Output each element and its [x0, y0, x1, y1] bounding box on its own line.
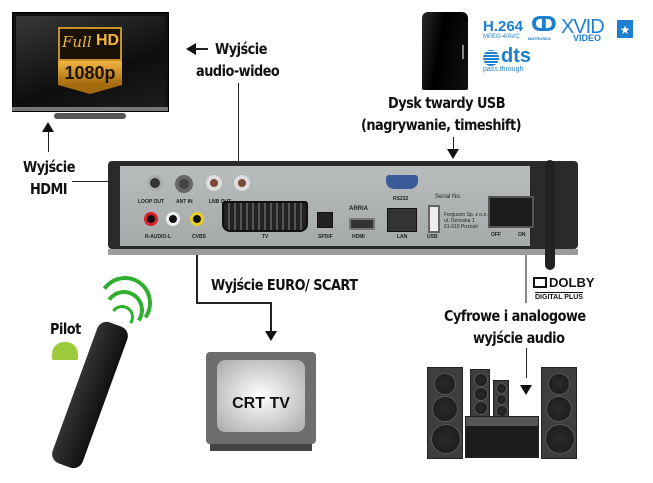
power-cable: [545, 160, 555, 270]
hdd-indicator: [462, 45, 464, 59]
rs232-port: [386, 175, 418, 189]
av-output-label-line1: Wyjście: [215, 40, 267, 58]
usb-arrow-icon: [447, 149, 459, 159]
on-label: ON: [518, 232, 526, 238]
crt-base: [210, 444, 312, 451]
power-switch: [488, 196, 534, 228]
brand-label: ARRIA: [349, 206, 368, 212]
lan-port: [387, 208, 417, 232]
scart-line-vertical: [196, 255, 198, 303]
rs232-label: RS232: [393, 196, 409, 202]
scart-line-horizontal: [196, 302, 271, 304]
spdif-port: [317, 212, 333, 228]
hdmi-arrow-icon: [42, 122, 54, 132]
ant-in-port: [175, 175, 193, 193]
hdmi-connector-line: [72, 181, 110, 182]
tv-stand: [54, 113, 126, 119]
lnb-out-label: LNB OUT: [209, 199, 232, 205]
scart-arrow-icon: [265, 331, 277, 341]
cvbs-label: CVBS: [192, 234, 206, 240]
hdmi-up-line: [48, 132, 49, 152]
hdmi-output-label-line2: HDMI: [30, 180, 68, 198]
full-hd-badge: Full HD 1080p: [58, 27, 122, 94]
av-arrow-icon: [186, 43, 196, 55]
hdmi-output-label-line1: Wyjście: [23, 158, 75, 176]
off-label: OFF: [491, 232, 501, 238]
audio-output-label-line1: Cyfrowe i analogowe: [444, 307, 586, 325]
center-subwoofer: [465, 416, 539, 458]
dolby-logo: DOLBY: [549, 275, 595, 290]
h264-sub-logo: MPEG-4/AVC: [483, 34, 520, 40]
usb-hard-disk: [422, 12, 468, 90]
hdmi-label: HDMI: [352, 234, 365, 240]
xvid-logo: XVID: [561, 16, 605, 38]
matroska-logo: MATROSKA: [528, 36, 551, 41]
small-satellite-speaker: [493, 380, 509, 419]
audio-left-port: [166, 212, 180, 226]
dolby-icon: [533, 277, 547, 288]
usb-disk-label-line1: Dysk twardy USB: [388, 94, 506, 112]
crt-screen: [217, 360, 305, 432]
usb-disk-label-line2: (nagrywanie, timeshift): [361, 116, 522, 134]
tall-satellite-speaker: [470, 369, 490, 419]
scart-line-down: [270, 302, 272, 332]
tv-bezel: [12, 107, 168, 111]
address-line3: 61-619 Poznań: [444, 224, 478, 230]
badge-full-text: Full: [62, 33, 92, 51]
cvbs-port: [190, 212, 204, 226]
badge-hd-text: HD: [96, 32, 120, 49]
av-output-label-line2: audio-wideo: [196, 62, 280, 80]
audio-label: R-AUDIO-L: [145, 234, 172, 240]
scart-output-label: Wyjście EURO/ SCART: [211, 276, 358, 294]
address-line2: ul. Ozonska 1: [444, 218, 475, 224]
dts-logo: dts: [501, 45, 531, 67]
left-speaker: [427, 367, 463, 459]
remote-label: Pilot: [50, 320, 81, 338]
audio-arrow-line: [526, 348, 527, 378]
audio-connector-line: [525, 255, 527, 303]
ant-in-label: ANT IN: [176, 199, 193, 205]
audio-arrow-icon: [520, 385, 532, 395]
usb-label: USB: [427, 234, 438, 240]
badge-resolution-text: 1080p: [64, 63, 116, 83]
usb-port: [428, 205, 440, 233]
h264-logo: H.264: [483, 18, 524, 35]
lnb-in-port: [234, 175, 250, 191]
audio-right-port: [144, 212, 158, 226]
usb-arrow-line: [453, 137, 454, 151]
spdif-label: SPDIF: [318, 234, 333, 240]
video-star-icon: ★: [617, 20, 633, 38]
xvid-sub-logo: VIDEO: [573, 33, 602, 43]
dts-sub-logo: pass through: [483, 66, 524, 73]
tv-scart-label: TV: [262, 234, 269, 240]
receiver-base: [108, 249, 578, 255]
lnb-out-port: [206, 175, 222, 191]
loop-out-label: LOOP OUT: [138, 199, 165, 205]
address-line1: Ferguson Sp. z o.o.: [444, 212, 488, 218]
lan-label: LAN: [397, 234, 408, 240]
av-connector-line: [238, 83, 239, 161]
hdmi-port: [349, 218, 375, 230]
dolby-sub-logo: DIGITAL PLUS: [535, 292, 583, 301]
matroska-icon: ↀ: [531, 14, 557, 36]
android-icon: [52, 342, 78, 360]
av-arrow-line: [195, 48, 208, 50]
scart-port: [222, 201, 308, 232]
serial-label: Serial No.: [435, 194, 462, 200]
crt-tv-label: CRT TV: [232, 395, 290, 412]
loop-out-port: [147, 175, 163, 191]
right-speaker: [541, 367, 577, 459]
audio-output-label-line2: wyjście audio: [473, 329, 565, 347]
dts-swirl-icon: [483, 50, 499, 66]
